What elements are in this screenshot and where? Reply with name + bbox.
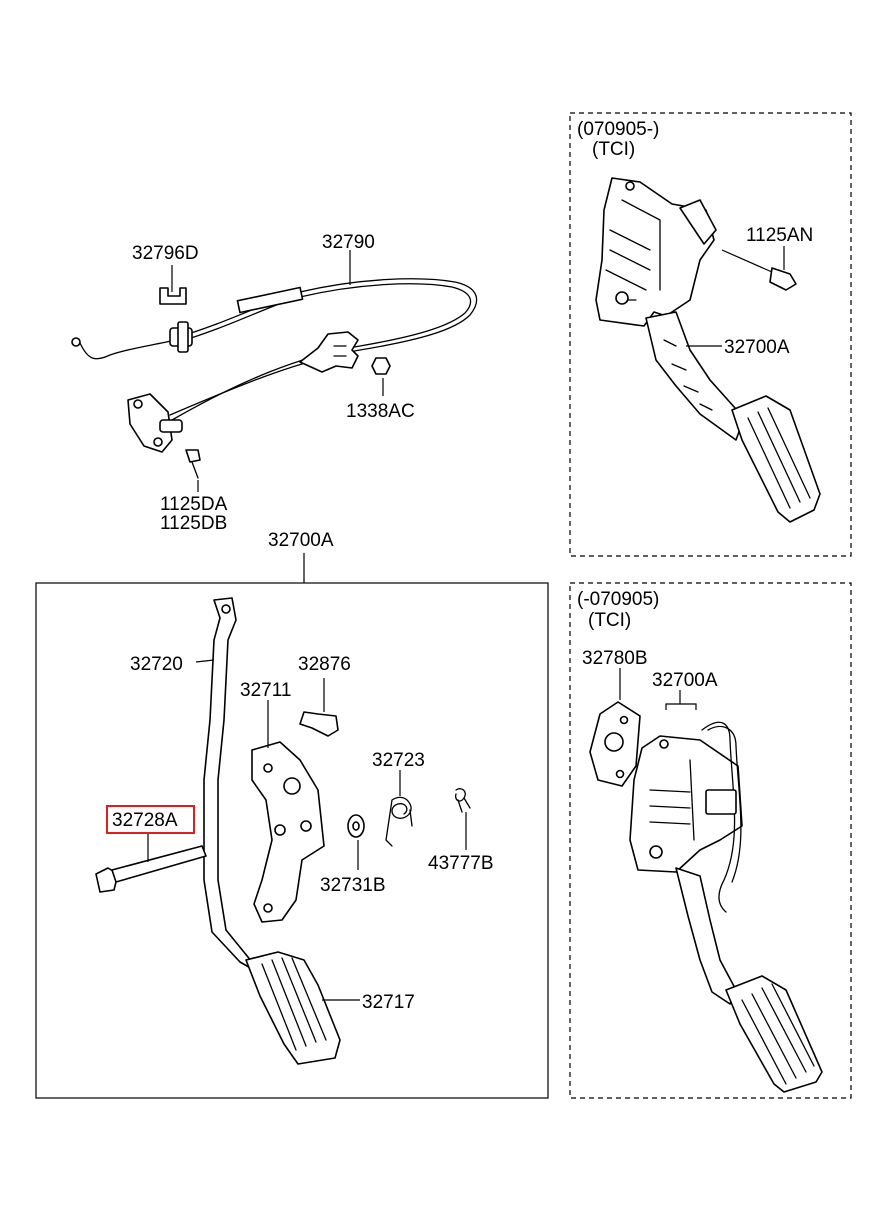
bottom-right-variant: (TCI) [588, 610, 631, 631]
label-32731B: 32731B [320, 875, 386, 896]
main-assembly-frame [35, 582, 549, 1099]
label-43777B: 43777B [428, 853, 494, 874]
label-32796D: 32796D [132, 243, 199, 264]
label-32790: 32790 [322, 232, 375, 253]
label-32700A-main: 32700A [268, 530, 334, 551]
top-right-variant: (TCI) [592, 139, 635, 160]
label-32717: 32717 [362, 992, 415, 1013]
electronic-pedal-module-bottom [589, 701, 823, 1093]
label-1338AC: 1338AC [346, 401, 415, 422]
top-right-variant-frame [569, 112, 852, 557]
label-32876: 32876 [298, 654, 351, 675]
label-32780B: 32780B [582, 648, 648, 669]
label-1125AN: 1125AN [746, 225, 813, 246]
highlight-box-32728A [106, 805, 195, 834]
label-32700A-top-right: 32700A [724, 337, 790, 358]
label-32723: 32723 [372, 750, 425, 771]
pedal-arm-assembly [95, 597, 471, 1065]
label-32700A-bottom-right: 32700A [652, 670, 718, 691]
bottom-right-date-range: (-070905) [577, 589, 659, 610]
label-1125DA: 1125DA [160, 494, 228, 515]
label-32720: 32720 [130, 654, 183, 675]
label-32711: 32711 [240, 680, 291, 701]
accelerator-cable [71, 278, 478, 479]
bottom-right-variant-frame [569, 582, 852, 1099]
electronic-pedal-module-top [595, 177, 821, 523]
label-32728A[interactable]: 32728A [112, 810, 178, 831]
label-1125DB: 1125DB [160, 513, 227, 534]
top-right-date-range: (070905-) [577, 119, 659, 140]
